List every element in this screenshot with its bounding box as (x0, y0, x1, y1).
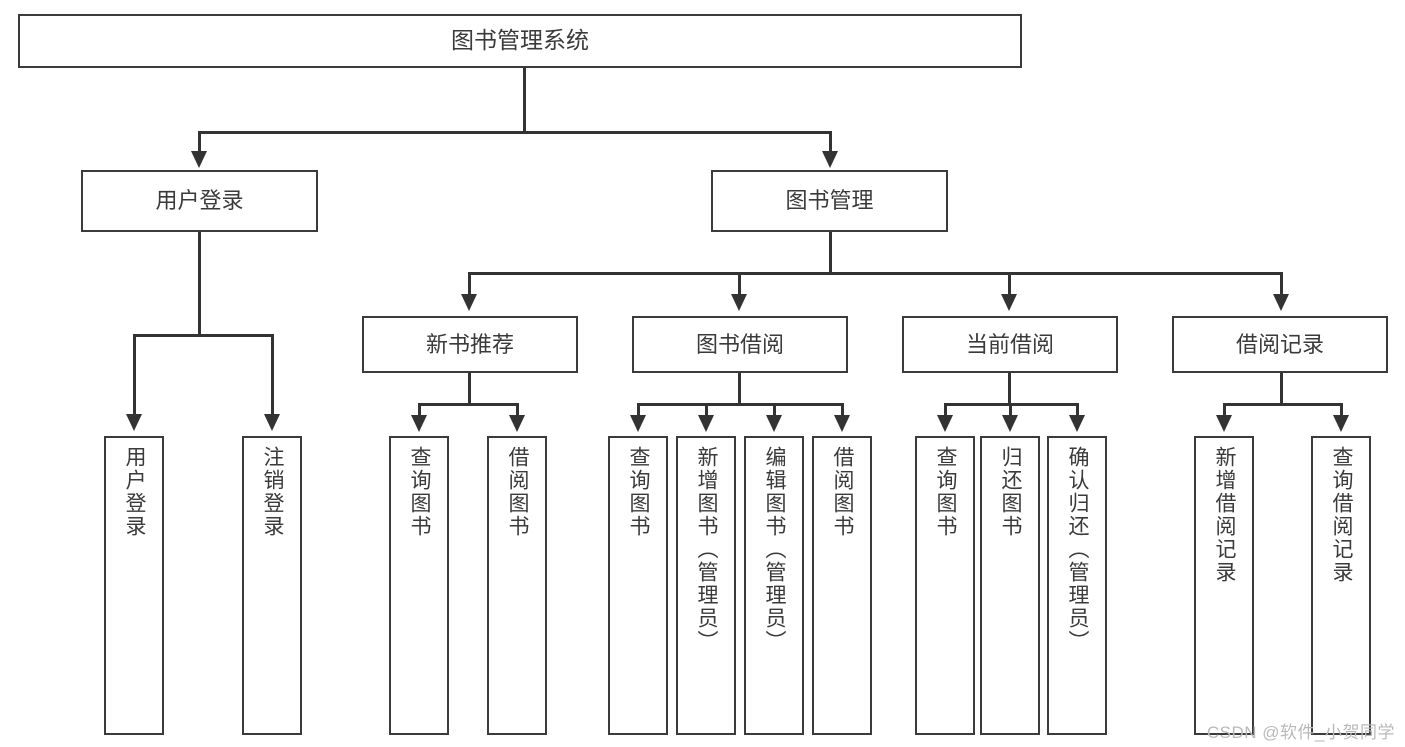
node-label: 查询图书 (627, 446, 651, 538)
arrowhead-bb-leaf-2 (698, 415, 714, 432)
arrowhead-cb-leaf-2 (1002, 415, 1018, 432)
connector-borrow-record-stem (1280, 373, 1283, 405)
node-label: 查询借阅记录 (1330, 446, 1354, 584)
connector-book-borrow-bar (637, 403, 843, 406)
node-label: 确认归还（管理员） (1066, 446, 1090, 653)
connector-root-to-book-management (829, 131, 832, 153)
connector-bb-to-leaf-3 (773, 403, 776, 417)
arrowhead-bb-leaf-3 (766, 415, 782, 432)
arrowhead-bm-to-borrow-record (1273, 294, 1289, 311)
connector-bb-to-leaf-4 (841, 403, 844, 417)
node-label: 查询图书 (408, 446, 432, 538)
connector-borrow-record-bar (1223, 403, 1342, 406)
arrowhead-br-leaf-2 (1333, 415, 1349, 432)
arrowhead-root-to-user-login (191, 151, 207, 168)
arrowhead-br-leaf-1 (1216, 415, 1232, 432)
leaf-current-borrow-query-book[interactable]: 查询图书 (915, 436, 975, 735)
node-label: 查询图书 (934, 446, 958, 538)
connector-new-book-to-leaf-1 (418, 403, 421, 417)
connector-bb-to-leaf-1 (637, 403, 640, 417)
connector-bm-to-borrow-record (1280, 272, 1283, 296)
leaf-book-borrow-borrow-book[interactable]: 借阅图书 (812, 436, 872, 735)
connector-new-book-to-leaf-2 (516, 403, 519, 417)
arrowhead-new-book-leaf-1 (411, 415, 427, 432)
node-label: 新增借阅记录 (1213, 446, 1237, 584)
connector-book-management-stem (829, 232, 832, 274)
leaf-borrow-record-query-record[interactable]: 查询借阅记录 (1311, 436, 1371, 735)
connector-bm-to-book-borrow (738, 272, 741, 296)
connector-br-to-leaf-1 (1223, 403, 1226, 417)
node-label: 归还图书 (999, 446, 1023, 538)
arrowhead-bm-to-book-borrow (731, 294, 747, 311)
connector-new-book-bar (418, 403, 518, 406)
arrowhead-bm-to-new-book (461, 294, 477, 311)
leaf-current-borrow-confirm-return-admin[interactable]: 确认归还（管理员） (1047, 436, 1107, 735)
connector-bm-to-new-book (468, 272, 471, 296)
arrowhead-bb-leaf-4 (834, 415, 850, 432)
leaf-new-book-query-book[interactable]: 查询图书 (389, 436, 449, 735)
node-label: 编辑图书（管理员） (763, 446, 787, 653)
node-book-borrow[interactable]: 图书借阅 (632, 316, 848, 373)
node-label: 图书借阅 (695, 331, 784, 357)
arrowhead-root-to-book-management (822, 151, 838, 168)
connector-bm-to-current-borrow (1008, 272, 1011, 296)
node-user-login[interactable]: 用户登录 (81, 170, 318, 232)
node-label: 用户登录 (155, 188, 244, 214)
connector-root-stem (523, 68, 526, 132)
node-label: 借阅图书 (831, 446, 855, 538)
arrowhead-cb-leaf-3 (1069, 415, 1085, 432)
connector-br-to-leaf-2 (1340, 403, 1343, 417)
connector-root-to-user-login (198, 131, 201, 153)
node-label: 新增图书（管理员） (695, 446, 719, 653)
connector-current-borrow-stem (1008, 373, 1011, 405)
connector-user-login-bar (133, 334, 273, 337)
connector-cb-to-leaf-1 (944, 403, 947, 417)
connector-book-borrow-stem (738, 373, 741, 405)
connector-bb-to-leaf-2 (705, 403, 708, 417)
arrowhead-user-login-leaf-2 (264, 414, 280, 431)
node-root-book-management-system[interactable]: 图书管理系统 (18, 14, 1022, 68)
node-label: 用户登录 (123, 446, 147, 538)
node-label: 当前借阅 (965, 331, 1054, 357)
node-label: 注销登录 (261, 446, 285, 538)
node-label: 图书管理 (785, 188, 874, 214)
node-new-book-recommend[interactable]: 新书推荐 (362, 316, 578, 373)
leaf-user-login-logout[interactable]: 注销登录 (242, 436, 302, 735)
node-book-management[interactable]: 图书管理 (711, 170, 948, 232)
connector-user-login-stem (198, 232, 201, 336)
leaf-book-borrow-add-book-admin[interactable]: 新增图书（管理员） (676, 436, 736, 735)
arrowhead-bb-leaf-1 (630, 415, 646, 432)
node-label: 新书推荐 (425, 331, 514, 357)
arrowhead-user-login-leaf-1 (126, 414, 142, 431)
connector-book-management-bar (468, 272, 1282, 275)
connector-new-book-stem (468, 373, 471, 405)
leaf-new-book-borrow-book[interactable]: 借阅图书 (487, 436, 547, 735)
leaf-borrow-record-add-record[interactable]: 新增借阅记录 (1194, 436, 1254, 735)
arrowhead-new-book-leaf-2 (509, 415, 525, 432)
leaf-current-borrow-return-book[interactable]: 归还图书 (980, 436, 1040, 735)
connector-cb-to-leaf-3 (1076, 403, 1079, 417)
leaf-user-login-login[interactable]: 用户登录 (104, 436, 164, 735)
node-label: 借阅记录 (1235, 331, 1324, 357)
node-borrow-record[interactable]: 借阅记录 (1172, 316, 1388, 373)
connector-user-login-to-leaf-2 (271, 334, 274, 416)
arrowhead-bm-to-current-borrow (1001, 294, 1017, 311)
connector-root-bar (198, 131, 831, 134)
node-label: 借阅图书 (506, 446, 530, 538)
arrowhead-cb-leaf-1 (937, 415, 953, 432)
node-current-borrow[interactable]: 当前借阅 (902, 316, 1118, 373)
leaf-book-borrow-query-book[interactable]: 查询图书 (608, 436, 668, 735)
leaf-book-borrow-edit-book-admin[interactable]: 编辑图书（管理员） (744, 436, 804, 735)
connector-user-login-to-leaf-1 (133, 334, 136, 416)
node-label: 图书管理系统 (451, 27, 589, 54)
connector-cb-to-leaf-2 (1009, 403, 1012, 417)
